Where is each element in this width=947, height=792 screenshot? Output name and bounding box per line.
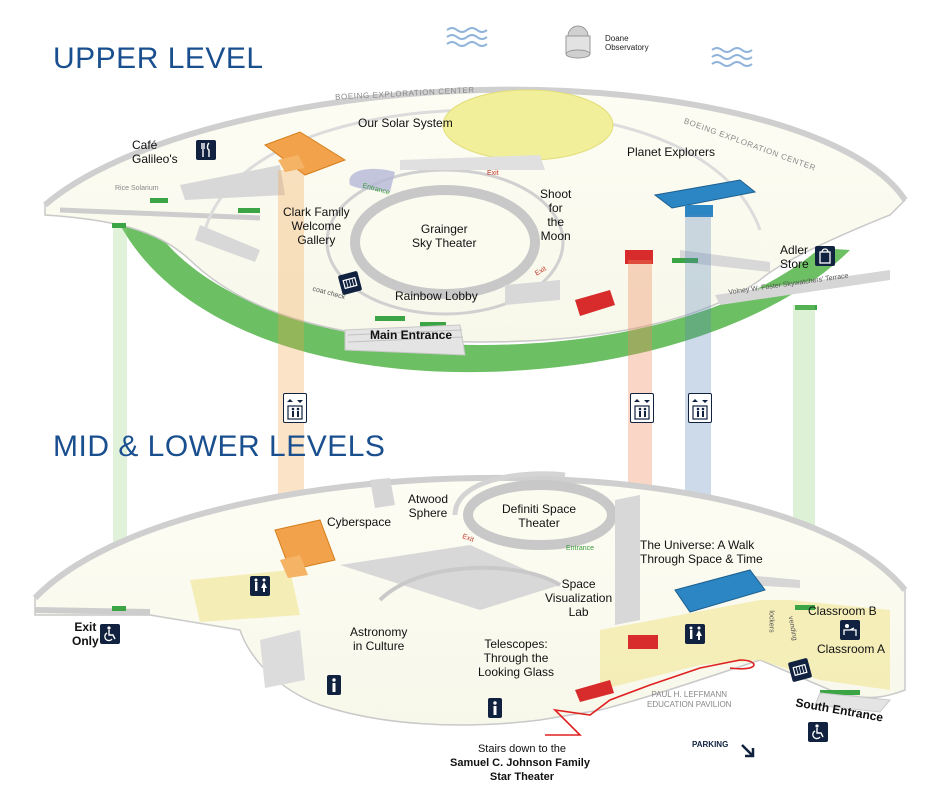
our-solar-system-label[interactable]: Our Solar System: [358, 116, 453, 130]
adler-store-label[interactable]: Adler Store: [780, 243, 809, 271]
telescopes-label[interactable]: Telescopes: Through the Looking Glass: [478, 637, 555, 679]
atwood-sphere-label[interactable]: Atwood Sphere: [408, 492, 449, 520]
elevator-icon: [688, 393, 712, 423]
stairs-caption-line1: Stairs down to the: [477, 743, 567, 755]
entrance-label-theater: Entrance: [566, 545, 595, 552]
cafe-icon: [196, 140, 216, 160]
rainbow-lobby-label[interactable]: Rainbow Lobby: [395, 289, 478, 303]
space-visualization-label[interactable]: Space Visualization Lab: [545, 577, 613, 619]
parking-arrow-icon[interactable]: [740, 743, 756, 759]
lockers-label: lockers: [767, 610, 775, 633]
lower-yellow-left: [190, 570, 300, 622]
star-theater-path: [545, 659, 755, 736]
upper-blue-stairs: [653, 179, 757, 209]
restroom-icon: [488, 698, 502, 718]
classroom-icon: [840, 620, 860, 640]
connector-orange-left: [278, 170, 304, 540]
rice-solarium-label: Rice Solarium: [115, 185, 159, 192]
lower-level-title: MID & LOWER LEVELS: [53, 430, 386, 463]
astronomy-culture-label[interactable]: Astronomy in Culture: [350, 625, 408, 653]
grainger-ring: [350, 185, 540, 299]
restroom-icon: [250, 576, 270, 596]
exit-only-label[interactable]: Exit Only: [72, 620, 99, 648]
upper-red-stairs-2: [575, 290, 615, 316]
lower-red-stairs-2: [575, 680, 614, 702]
elevator-icon: [630, 393, 654, 423]
definiti-ring: [463, 480, 617, 550]
upper-level-title: UPPER LEVEL: [53, 42, 264, 75]
definiti-theater-label[interactable]: Definiti Space Theater: [502, 502, 577, 530]
planet-explorers-label[interactable]: Planet Explorers: [627, 145, 716, 159]
pavilion-yellow: [600, 600, 890, 690]
upper-red-stairs-1: [625, 250, 653, 264]
main-entrance-label[interactable]: Main Entrance: [370, 328, 453, 342]
shoot-moon-label[interactable]: Shoot for the Moon: [540, 187, 572, 243]
stairs-caption-line2[interactable]: Samuel C. Johnson Family: [450, 757, 590, 769]
classroom-a-label[interactable]: Classroom A: [817, 642, 886, 656]
accessible-icon: [100, 624, 120, 644]
clark-gallery-label[interactable]: Clark Family Welcome Gallery: [283, 205, 350, 247]
education-pavilion-label: PAUL H. LEFFMANN EDUCATION PAVILION: [647, 690, 732, 709]
exit-label-top: Exit: [487, 170, 499, 177]
stairs-caption-line3[interactable]: Star Theater: [489, 771, 555, 783]
store-icon: [815, 246, 835, 266]
cafe-galileos-label[interactable]: Café Galileo's: [132, 138, 178, 166]
lower-blue-stairs: [674, 569, 766, 613]
doane-observatory-label: Doane Observatory: [605, 34, 649, 52]
lower-red-stairs-1: [628, 635, 658, 649]
parking-label[interactable]: PARKING: [692, 740, 729, 749]
observatory-icon: [565, 25, 591, 59]
grainger-theater-label[interactable]: Grainger Sky Theater: [412, 222, 477, 250]
cyberspace-label[interactable]: Cyberspace: [327, 515, 392, 529]
solar-system-dome: [442, 89, 614, 161]
restroom-icon: [685, 624, 705, 644]
connector-green-left: [113, 228, 127, 608]
waves-icon: [711, 47, 753, 67]
restroom-icon: [327, 675, 341, 695]
elevator-icon: [283, 393, 307, 423]
accessible-icon: [808, 722, 828, 742]
classroom-b-label[interactable]: Classroom B: [808, 604, 877, 618]
universe-walk-label[interactable]: The Universe: A Walk Through Space & Tim…: [640, 538, 763, 566]
waves-icon: [446, 27, 488, 47]
ticket-icon: [787, 657, 813, 683]
ticket-icon: [337, 270, 363, 296]
upper-green-ring: [115, 215, 850, 373]
